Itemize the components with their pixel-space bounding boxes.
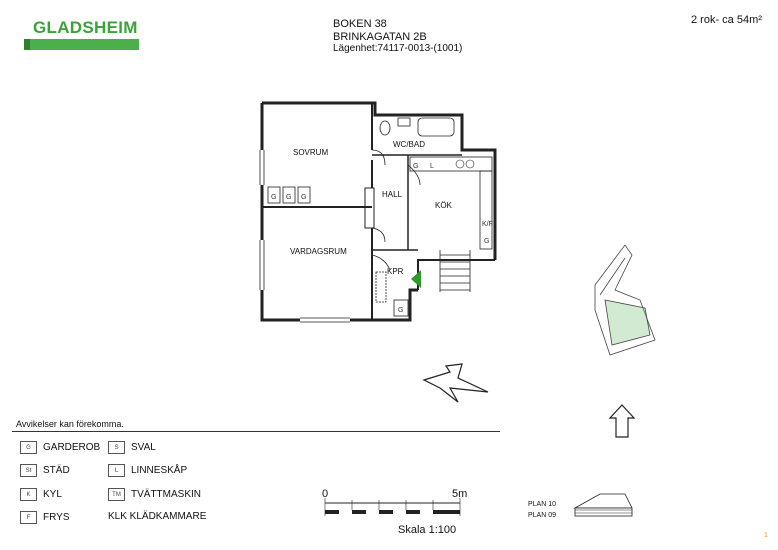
room-label-kok: KÖK [435,201,453,210]
legend-item-frys: F FRYS [20,511,70,524]
room-label-kpr: KPR [387,267,404,276]
room-label-wcbad: WC/BAD [393,140,425,149]
legend-code: F [20,511,37,524]
legend-item-linneskap: L LINNESKÅP [108,464,187,477]
room-label-sovrum: SOVRUM [293,148,328,157]
room-label-hall: HALL [382,190,403,199]
brand-logo-bar [24,39,139,50]
legend-label: LINNESKÅP [131,465,188,476]
legend-item-kyl: K KYL [20,488,62,501]
entrance-marker [411,270,421,288]
legend-label: SVAL [131,442,156,453]
street-address: BRINKAGATAN 2B [333,31,427,43]
wardrobe-code: G [286,194,291,201]
level-lower: PLAN 09 [528,512,557,519]
legend-item-kladkammare: KLK KLÄDKAMMARE [108,511,206,522]
scale-end: 5m [452,488,468,500]
building-key-map [594,244,656,356]
room-label-vardagsrum: VARDAGSRUM [290,247,347,256]
wardrobe-code: G [484,238,489,245]
legend-divider [12,431,500,432]
north-arrow-icon [422,363,489,403]
legend-code: St [20,464,37,477]
legend-label: GARDEROB [43,442,101,453]
legend-label: TVÄTTMASKIN [131,489,202,500]
legend-code: G [20,441,37,454]
page-number: 1 [764,532,768,539]
legend-item-sval: S SVAL [108,441,156,454]
legend-label: FRYS [43,512,70,523]
apartment-size: 2 rok- ca 54m² [691,14,762,26]
brand-logo-bar-accent [24,39,30,50]
level-upper: PLAN 10 [528,501,557,508]
legend-label: STÄD [43,465,70,476]
apartment-id: Lägenhet:74117-0013-(1001) [333,43,463,54]
legend-code: TM [108,488,125,501]
brand-logo: GLADSHEIM [33,18,138,37]
wardrobe-code: G [398,307,403,314]
legend-label: KLK KLÄDKAMMARE [108,511,207,522]
scale-start: 0 [322,488,329,500]
wardrobe-code: G [413,163,418,170]
legend-code: L [108,464,125,477]
disclaimer-note: Avvikelser kan förekomma. [16,419,124,429]
scale-bar [324,498,461,516]
legend-item-tvattmaskin: TM TVÄTTMASKIN [108,488,201,501]
legend-item-stad: St STÄD [20,464,70,477]
legend-code: S [108,441,125,454]
legend-item-garderob: G GARDEROB [20,441,100,454]
block-name: BOKEN 38 [333,18,387,30]
scale-label: Skala 1:100 [398,524,457,536]
linen-code: L [430,163,434,170]
wardrobe-code: G [301,194,306,201]
level-section-icon [573,493,633,517]
fridge-code: K/F [482,221,493,228]
entrance-arrow-icon [608,404,636,438]
wardrobe-code: G [271,194,276,201]
legend-label: KYL [43,489,62,500]
legend-code: K [20,488,37,501]
